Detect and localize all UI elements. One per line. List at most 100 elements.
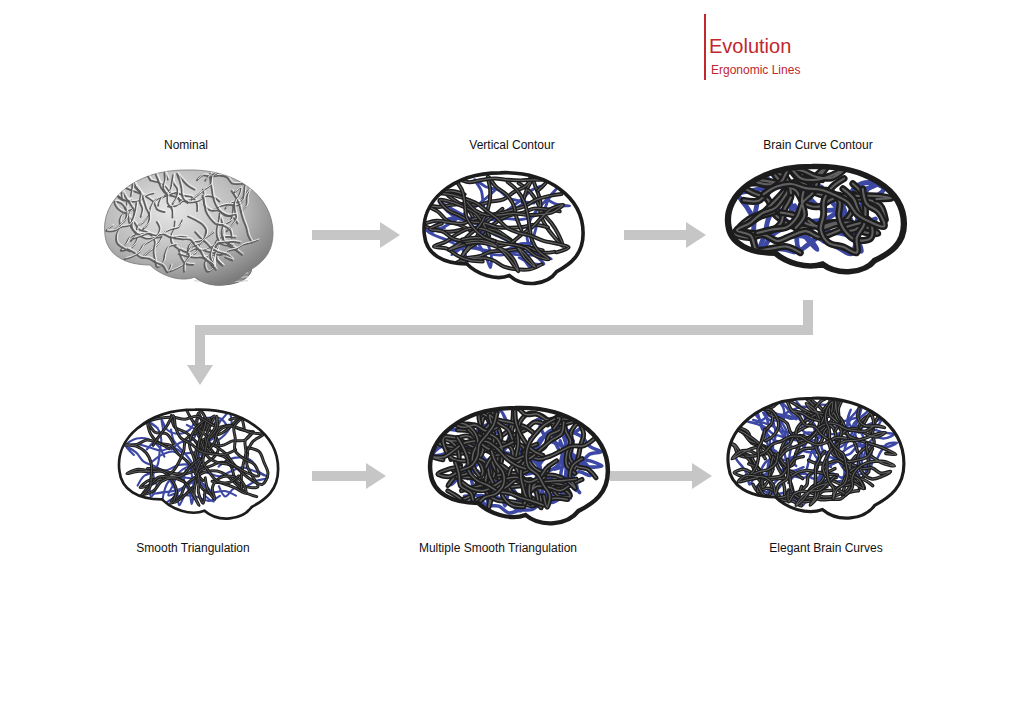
tube-curve	[526, 419, 554, 507]
tube-curve	[796, 476, 845, 505]
subtitle-label: Ergonomic Lines	[711, 63, 800, 77]
brain-illustrations	[105, 165, 904, 523]
stage-label: Vertical Contour	[467, 138, 556, 152]
sulcus-line	[125, 222, 160, 259]
gyrus-highlight	[107, 202, 137, 230]
gyrus-highlight	[160, 191, 199, 209]
sulcus-line	[231, 191, 251, 243]
title-rule	[704, 14, 706, 80]
arrow-shaft	[624, 230, 687, 240]
brain-rim	[424, 173, 583, 284]
flow-arrow	[312, 463, 386, 489]
tube-highlight	[153, 416, 236, 455]
stage-node: Smooth Triangulation	[74, 385, 312, 565]
arrow-shaft	[200, 300, 808, 366]
brain-rim	[728, 166, 904, 271]
gyrus-highlight	[204, 194, 233, 236]
tube-curve	[124, 440, 169, 496]
sulcus-line	[106, 203, 136, 231]
arrow-head	[380, 222, 400, 248]
tube-curve	[825, 402, 872, 462]
tube-highlight	[456, 178, 546, 241]
stage-node: Vertical Contour	[400, 135, 624, 300]
stage-node: Multiple Smooth Triangulation	[386, 385, 610, 565]
tube-highlight	[737, 409, 779, 446]
tube-highlight	[796, 476, 845, 505]
tube-curve	[764, 184, 885, 227]
brain-figure	[119, 407, 278, 518]
gyri	[106, 171, 259, 273]
curve-network	[725, 397, 897, 506]
gyrus-highlight	[193, 171, 220, 198]
brain-figure	[728, 165, 904, 271]
gyrus-highlight	[228, 187, 242, 230]
sulcus-line	[163, 172, 173, 217]
gyrus-highlight	[155, 243, 177, 266]
tube-highlight	[741, 430, 778, 482]
gyrus-highlight	[132, 178, 144, 215]
stage-label: Elegant Brain Curves	[767, 541, 884, 555]
gyrus-highlight	[164, 171, 174, 216]
brain-rim	[119, 410, 278, 519]
tube-highlight	[456, 451, 505, 504]
brain-surface	[105, 170, 273, 285]
gyrus-highlight	[189, 215, 208, 253]
tube-curve	[439, 191, 568, 252]
tube-curve	[737, 409, 779, 446]
tube-curve	[456, 451, 505, 504]
tube-highlight	[738, 459, 788, 494]
tube-highlight	[526, 419, 554, 507]
tube-highlight	[827, 440, 848, 499]
tube-highlight	[124, 440, 169, 496]
brain-figure	[424, 173, 584, 284]
gyrus-highlight	[198, 174, 249, 183]
flow-arrow	[187, 300, 808, 385]
tube-curve	[827, 440, 848, 499]
stage-label: Multiple Smooth Triangulation	[417, 541, 579, 555]
stage-label: Brain Curve Contour	[761, 138, 874, 152]
tube-curve	[153, 416, 236, 455]
brain-figure	[725, 397, 904, 518]
brain-rim	[430, 408, 608, 523]
gyrus-highlight	[211, 172, 236, 214]
stage-label: Smooth Triangulation	[134, 541, 251, 555]
stage-node: Brain Curve Contour	[706, 135, 930, 300]
diagram-title: Evolution	[709, 35, 791, 58]
tube-curve	[738, 459, 788, 494]
arrow-shaft	[312, 471, 367, 481]
brain-figure	[430, 407, 608, 524]
tube-curve	[456, 178, 546, 241]
sulcus-line	[227, 188, 241, 231]
arrow-shaft	[312, 230, 381, 240]
stage-label: Nominal	[162, 138, 210, 152]
gyrus-highlight	[129, 248, 173, 272]
tube-highlight	[764, 184, 885, 227]
sulcus-line	[191, 173, 218, 200]
tube-highlight	[438, 413, 497, 477]
stage-node: Nominal	[60, 135, 312, 300]
arrow-head	[187, 365, 213, 385]
tube-highlight	[439, 191, 568, 252]
tube-curve	[205, 476, 246, 499]
tube-highlight	[205, 476, 246, 499]
gyrus-highlight	[134, 232, 188, 237]
tube-curve	[741, 430, 778, 482]
tube-highlight	[462, 182, 549, 259]
tube-highlight	[825, 402, 872, 462]
sulcus-line	[174, 238, 215, 270]
arrow-head	[686, 222, 706, 248]
gyrus-highlight	[176, 237, 217, 269]
flow-arrow	[312, 222, 400, 248]
arrow-shaft	[610, 471, 693, 481]
arrow-head	[692, 463, 712, 489]
tube-curve	[462, 182, 549, 259]
tube-curve	[438, 413, 497, 477]
gyrus-highlight	[116, 200, 128, 229]
flow-arrow	[610, 463, 712, 489]
gyrus-highlight	[212, 240, 242, 264]
sulcus-line	[127, 249, 171, 273]
brain-rim	[728, 398, 904, 518]
